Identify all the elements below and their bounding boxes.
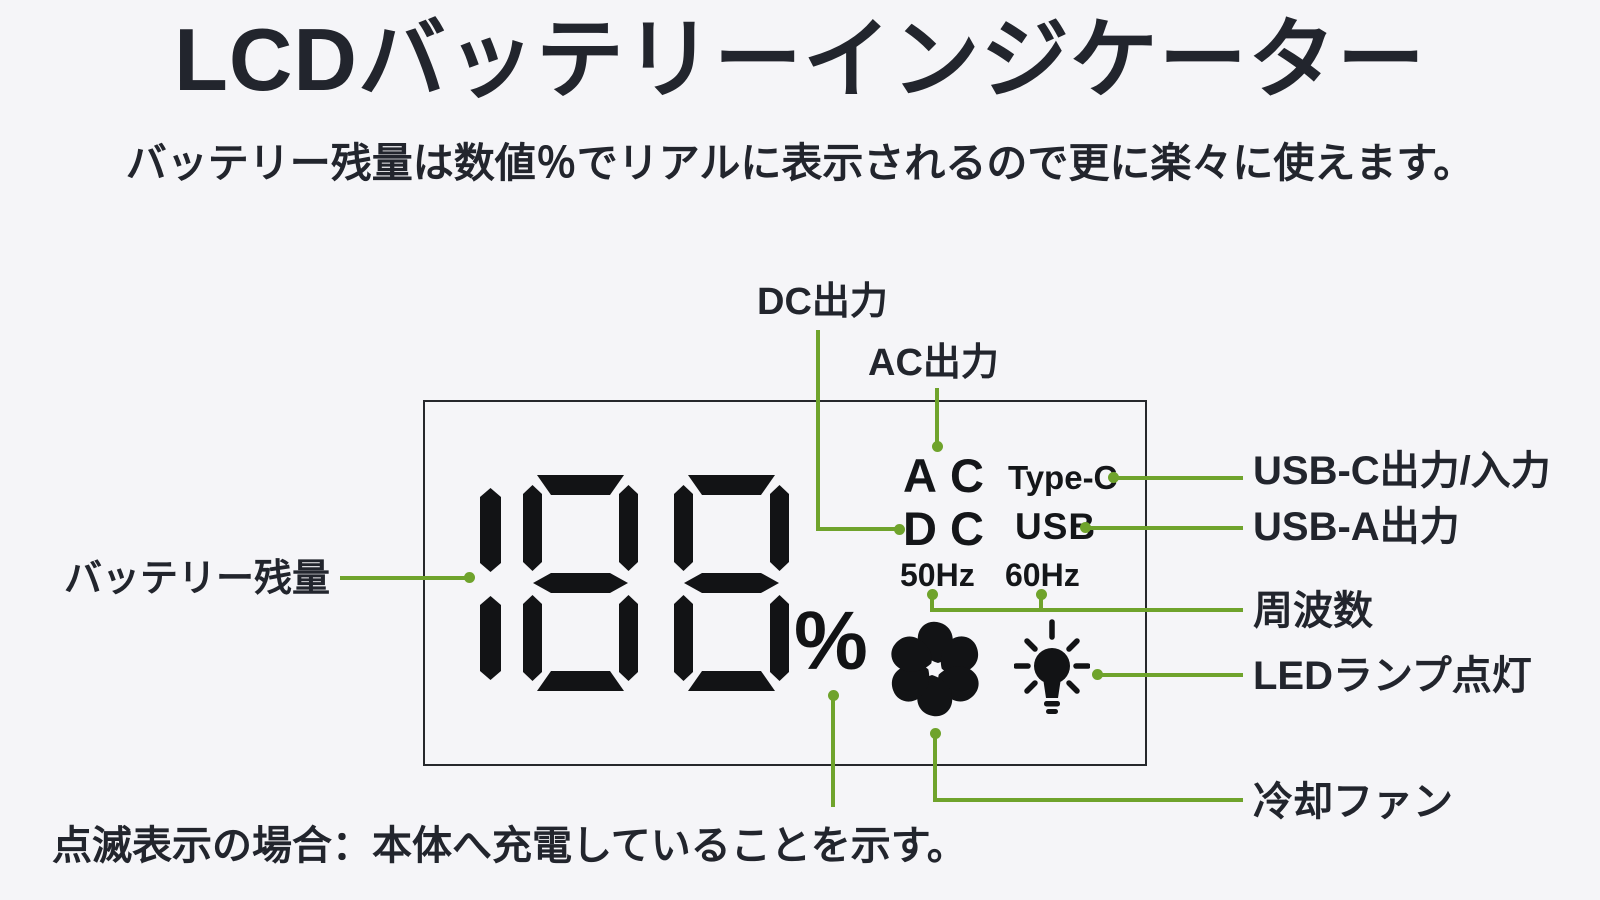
- usb-a-callout-line: [1083, 526, 1243, 530]
- dc-callout-dot: [894, 524, 905, 535]
- led-callout-line: [1095, 673, 1243, 677]
- callout-frequency: 周波数: [1253, 589, 1373, 633]
- dc-callout-line-horizontal: [816, 527, 902, 531]
- freq-callout-line: [930, 608, 1243, 612]
- cooling-fan-icon: [891, 621, 979, 717]
- usb-c-callout-dot: [1108, 472, 1119, 483]
- callout-dc-output: DC出力: [757, 281, 888, 323]
- lcd-panel: [423, 400, 1147, 766]
- callout-usb-c-output: USB-C出力/入力: [1253, 449, 1551, 493]
- lcd-60hz-indicator: 60Hz: [1005, 557, 1080, 593]
- page-subtitle: バッテリー残量は数値％でリアルに表示されるので更に楽々に使えます。: [125, 140, 1475, 186]
- callout-cooling-fan: 冷却ファン: [1253, 780, 1453, 824]
- usb-c-callout-line: [1111, 476, 1243, 480]
- fan-callout-line-horizontal: [933, 798, 1243, 802]
- dc-callout-line-vertical: [816, 330, 820, 531]
- lcd-type-c-indicator: Type-C: [1008, 459, 1118, 496]
- charging-note: 点滅表示の場合：本体へ充電していることを示す。: [52, 824, 967, 868]
- callout-battery-level: バッテリー残量: [64, 558, 331, 600]
- page-title: LCDバッテリーインジケーター: [174, 10, 1426, 109]
- percent-callout-line: [831, 695, 835, 807]
- freq-50hz-line: [930, 594, 934, 612]
- callout-usb-a-output: USB-A出力: [1253, 505, 1460, 549]
- battery-callout-dot: [464, 572, 475, 583]
- callout-ac-output: AC出力: [868, 342, 999, 384]
- ac-callout-dot: [932, 441, 943, 452]
- fan-callout-line-vertical: [933, 733, 937, 802]
- percent-sign: %: [794, 594, 868, 687]
- battery-callout-line: [340, 576, 470, 580]
- usb-a-callout-dot: [1080, 522, 1091, 533]
- led-callout-dot: [1092, 669, 1103, 680]
- freq-60hz-line: [1039, 594, 1043, 612]
- seven-segment-display: [480, 475, 789, 691]
- ac-callout-line: [935, 388, 939, 446]
- lcd-50hz-indicator: 50Hz: [900, 557, 975, 593]
- callout-led-lamp: LEDランプ点灯: [1253, 654, 1532, 698]
- lcd-ac-indicator: AC: [903, 449, 997, 502]
- lcd-dc-indicator: DC: [903, 502, 997, 555]
- led-bulb-icon: [1014, 619, 1090, 714]
